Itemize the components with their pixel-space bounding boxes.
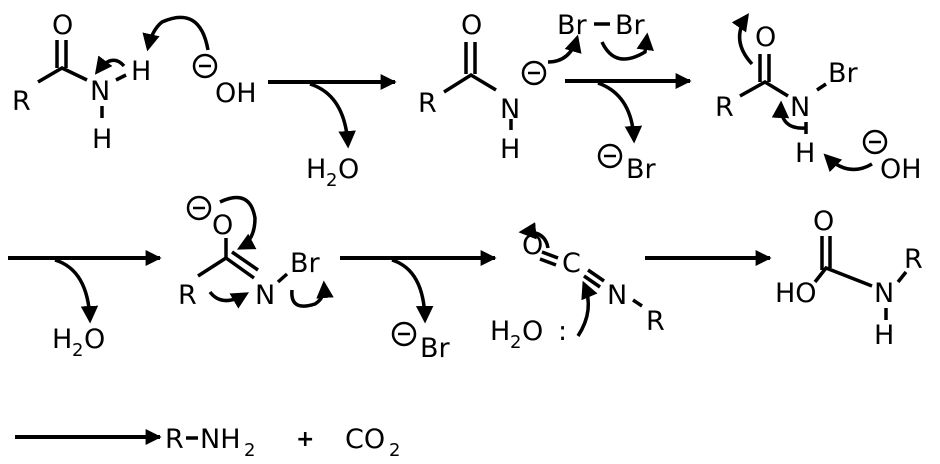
negative-charge-icon — [862, 129, 888, 155]
bond — [739, 79, 789, 98]
double-bond — [224, 256, 256, 280]
bromine: Br — [615, 10, 646, 41]
r-group: R — [178, 280, 197, 311]
carbonyl-oxygen: O — [461, 10, 482, 41]
hydrogen: H — [874, 320, 894, 351]
curved-arrow — [597, 81, 643, 144]
hydroxide: OH — [880, 154, 922, 185]
amide-anion: R O N H — [418, 10, 547, 165]
negative-charge-icon — [597, 143, 623, 169]
nitrogen: N — [790, 92, 810, 123]
amine-product: R NH 2 — [165, 424, 255, 461]
curved-arrow — [208, 290, 250, 309]
curved-arrow — [771, 100, 807, 130]
isocyanate: O C N R — [518, 222, 665, 337]
co-label: CO — [345, 424, 385, 455]
bromine: Br — [828, 58, 859, 89]
curved-arrow — [54, 258, 99, 324]
carbon-dioxide: CO 2 — [345, 424, 400, 461]
curved-arrow — [219, 195, 257, 250]
curved-arrow — [391, 258, 434, 324]
carbonyl-oxygen: O — [755, 22, 776, 53]
bond — [632, 298, 643, 308]
carbonyl-oxygen: O — [52, 10, 73, 41]
subscript: 2 — [510, 332, 521, 353]
h-label: H — [490, 316, 510, 347]
curved-arrow — [518, 222, 550, 249]
curved-arrow — [823, 153, 873, 173]
subscript: 2 — [244, 440, 255, 461]
hydrogen: H — [131, 56, 151, 87]
r-group: R — [12, 86, 31, 117]
negative-charge-icon — [391, 321, 417, 347]
bromide: Br — [420, 333, 451, 364]
water-nucleophile: H 2 O : — [490, 316, 567, 353]
subscript: 2 — [326, 170, 337, 191]
h-label: H — [306, 154, 326, 185]
negative-charge-icon — [521, 60, 547, 86]
negative-charge-icon — [192, 53, 218, 79]
hydroxide: OH — [215, 78, 257, 109]
amine: NH — [200, 424, 241, 455]
bond — [816, 82, 827, 92]
bromine-molecule: Br Br — [557, 10, 646, 41]
r-group: R — [646, 306, 665, 337]
nitrogen: N — [90, 76, 110, 107]
curved-arrow — [547, 34, 582, 64]
hydroxyl: HO — [775, 278, 817, 309]
nitrogen: N — [874, 278, 894, 309]
bond — [115, 73, 127, 82]
double-bond — [539, 257, 557, 267]
hydrogen: H — [500, 134, 520, 165]
hydrogen: H — [92, 124, 112, 155]
r-group: R — [904, 244, 923, 275]
h-label: H — [52, 324, 72, 355]
water-byproduct: H 2 O — [52, 324, 105, 361]
bond — [813, 265, 873, 288]
r-group: R — [715, 92, 734, 123]
bond — [896, 270, 908, 284]
negative-charge-icon — [186, 195, 212, 221]
carbonyl-oxygen: O — [813, 206, 834, 237]
n-bromoamide: R O N Br H OH — [715, 13, 922, 185]
primary-amide: R O N H H — [12, 10, 151, 155]
curved-arrow — [600, 32, 654, 61]
bond — [276, 272, 289, 284]
nitrogen: N — [607, 280, 627, 311]
r-group: R — [165, 424, 184, 455]
nitrogen: N — [500, 94, 520, 125]
bromine: Br — [290, 248, 321, 279]
carbon: C — [562, 248, 581, 279]
carbamic-acid: O HO N R H — [775, 206, 923, 351]
double-bond — [231, 250, 259, 272]
bond — [443, 72, 497, 94]
bromine: Br — [557, 10, 588, 41]
curved-arrow — [309, 82, 356, 149]
curved-arrow — [731, 13, 754, 66]
o-label: O — [84, 324, 105, 355]
r-group: R — [418, 88, 437, 119]
subscript: 2 — [389, 440, 400, 461]
lone-pair: : — [558, 316, 567, 347]
curved-arrow — [142, 15, 210, 52]
bond — [197, 256, 227, 278]
double-bond — [541, 250, 559, 260]
o-label: O — [338, 154, 359, 185]
hydrogen: H — [795, 138, 815, 169]
nitrogen: N — [255, 280, 275, 311]
oxygen: O — [212, 210, 233, 241]
curved-arrow — [290, 280, 334, 308]
bromoamide-anion: O R N Br — [178, 195, 334, 311]
plus-sign: + — [296, 427, 314, 452]
curved-arrow — [576, 280, 598, 337]
curved-arrow — [94, 55, 126, 75]
bond — [37, 66, 88, 84]
subscript: 2 — [72, 340, 83, 361]
double-bond — [587, 268, 605, 283]
bromide: Br — [626, 154, 657, 185]
water-byproduct: H 2 O — [306, 154, 359, 191]
o-label: O — [522, 316, 543, 347]
